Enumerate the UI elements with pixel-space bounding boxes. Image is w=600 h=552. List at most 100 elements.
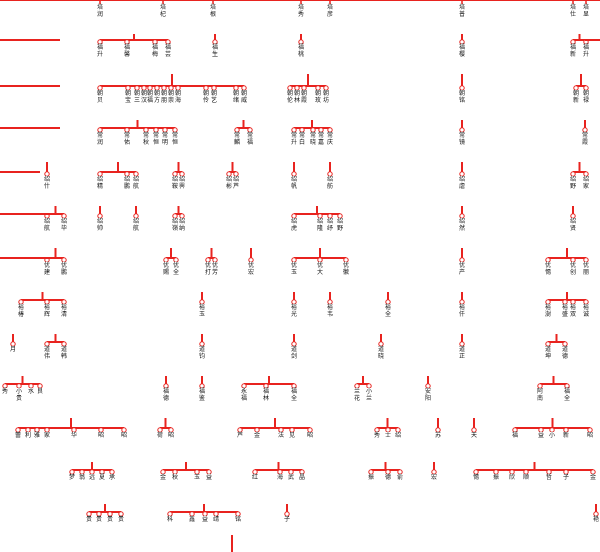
person-name: 福梅	[151, 44, 159, 59]
person-name: 朝坊	[322, 90, 330, 105]
person-name: 裕辉	[43, 304, 51, 319]
person-name: 绍毕	[60, 218, 68, 233]
person-name: 哲	[545, 474, 553, 483]
person-name: 绍鹏	[123, 176, 131, 191]
person-name: 绍野	[569, 176, 577, 191]
person-name: 福林	[262, 388, 270, 403]
person-name: 永福	[240, 388, 248, 403]
person-name: 昭	[97, 432, 105, 441]
person-name: 金	[159, 474, 167, 483]
person-name: 益	[537, 432, 545, 441]
person-name: 培杞	[159, 4, 167, 19]
person-name: 道剑	[290, 346, 298, 361]
person-name: 夏	[98, 474, 106, 483]
person-name: 绍虐	[458, 176, 466, 191]
person-name: 金	[253, 432, 261, 441]
person-name: 子	[562, 474, 570, 483]
person-name: 贵	[117, 516, 125, 525]
person-name: 益	[201, 516, 209, 525]
person-name: 红	[251, 474, 259, 483]
person-name: 安阳	[424, 388, 432, 403]
person-name: 优宏	[247, 262, 255, 277]
person-name: 裕光	[290, 304, 298, 319]
person-name: 裕清	[60, 304, 68, 319]
person-name: 绍航	[132, 176, 140, 191]
person-name: 福升	[96, 44, 104, 59]
person-name: 朝玫	[314, 90, 322, 105]
person-name: 绍精	[96, 176, 104, 191]
person-name: 朝林	[293, 90, 301, 105]
person-name: 常镜	[458, 132, 466, 147]
person-name: 培普	[458, 4, 466, 19]
person-name: 裕韦	[326, 304, 334, 319]
person-name: 芦	[236, 432, 244, 441]
person-name: 朝霞	[300, 90, 308, 105]
person-name: 常晓	[309, 132, 317, 147]
person-name: 朝贝	[96, 90, 104, 105]
person-name: 裕澍	[544, 304, 552, 319]
person-name: 武	[287, 474, 295, 483]
person-name: 绍芦	[232, 176, 240, 191]
person-name: 科	[166, 516, 174, 525]
person-name: 优丽	[582, 262, 590, 277]
person-name: 优芳	[211, 262, 219, 277]
person-name: 道韩	[60, 346, 68, 361]
person-name: 朝铭	[458, 90, 466, 105]
person-name: 绍帅	[96, 218, 104, 233]
person-name: 秋	[171, 474, 179, 483]
person-name: 华	[70, 432, 78, 441]
person-name: 子	[283, 516, 291, 525]
person-name: 新	[562, 432, 570, 441]
person-name: 玉	[193, 474, 201, 483]
person-name: 道钧	[198, 346, 206, 361]
person-name: 优全	[172, 262, 180, 277]
person-name: 朝新	[572, 90, 580, 105]
person-name: 朝三	[133, 90, 141, 105]
person-name: 道正	[458, 346, 466, 361]
person-name: 常佑	[123, 132, 131, 147]
person-name: 小兰	[365, 388, 373, 403]
person-name: 绍虎	[290, 218, 298, 233]
person-name: 常秋	[142, 132, 150, 147]
person-name: 优鹏	[60, 262, 68, 277]
person-name: 月	[9, 346, 17, 355]
person-name: 金	[589, 474, 597, 483]
person-name: 朝宝	[124, 90, 132, 105]
person-name: 梦	[68, 474, 76, 483]
person-name: 培秀	[297, 4, 305, 19]
person-name: 法	[277, 432, 285, 441]
person-name: 朝朋	[160, 90, 168, 105]
person-name: 绍野	[336, 218, 344, 233]
person-name: 常明	[161, 132, 169, 147]
person-name: 顺	[522, 474, 530, 483]
person-name: 常庆	[326, 132, 334, 147]
person-name: 绍航	[132, 218, 140, 233]
person-name: 益	[205, 474, 213, 483]
person-name: 绍隆	[316, 218, 324, 233]
person-name: 绍纳	[178, 218, 186, 233]
person-name: 绍航	[43, 218, 51, 233]
person-name: 道伟	[43, 346, 51, 361]
person-name: 裕仟	[458, 304, 466, 319]
person-name: 绍帆	[290, 176, 298, 191]
person-name: 朝方	[153, 90, 161, 105]
person-name: 道坤	[544, 346, 552, 361]
person-name: 福芸	[164, 44, 172, 59]
person-name: 优赐	[162, 262, 170, 277]
person-name: 远	[88, 474, 96, 483]
person-name: 福生	[211, 44, 219, 59]
person-name: 朝福	[146, 90, 154, 105]
person-name: 常白	[298, 132, 306, 147]
person-name: 绍嶺	[171, 218, 179, 233]
person-name: 良	[36, 388, 44, 397]
person-name: 裕全	[384, 304, 392, 319]
person-name: 鑫	[188, 516, 196, 525]
person-name: 道德	[561, 346, 569, 361]
person-name: 培彦	[326, 4, 334, 19]
person-name: 绍纾	[326, 218, 334, 233]
person-name: 培根	[209, 4, 217, 19]
person-name: 绍霁	[178, 176, 186, 191]
person-name: 朝艺	[210, 90, 218, 105]
